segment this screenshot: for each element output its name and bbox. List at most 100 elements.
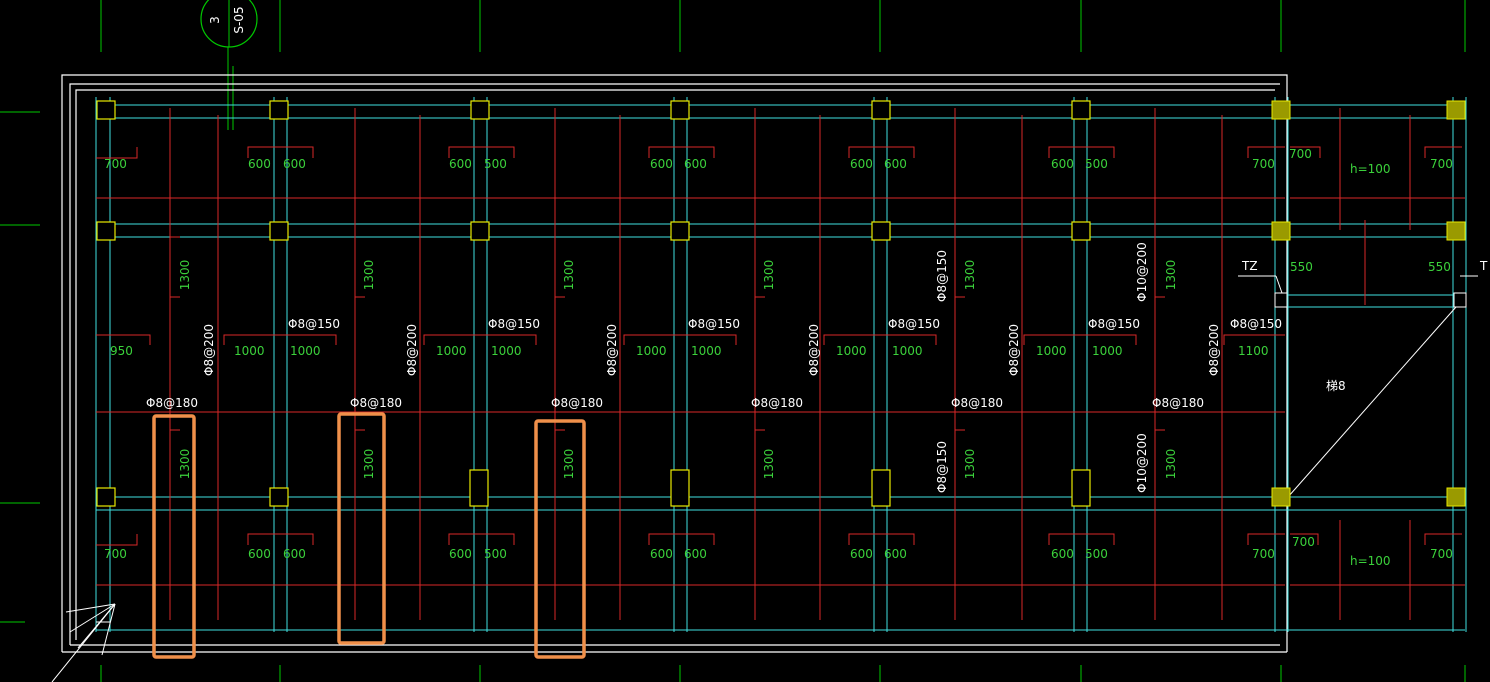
dim-label: 950 xyxy=(110,344,133,358)
dim-label: 1300 xyxy=(1164,260,1178,291)
dim-label: 600 xyxy=(850,157,873,171)
dim-label: 1300 xyxy=(362,449,376,480)
stair-column-label: TZ xyxy=(1241,259,1258,273)
highlight-box xyxy=(337,412,386,645)
rebar-spec-label: Φ10@200 xyxy=(1135,433,1149,493)
dim-label: 1300 xyxy=(762,449,776,480)
dim-label: 600 xyxy=(283,547,306,561)
dim-label: 600 xyxy=(684,157,707,171)
column xyxy=(1446,221,1466,241)
column xyxy=(96,100,116,120)
axis-bubble: 3 S-05 xyxy=(200,0,258,130)
dim-label: 600 xyxy=(449,547,472,561)
dim-label: 1300 xyxy=(562,449,576,480)
column xyxy=(871,469,891,507)
dim-label: 1000 xyxy=(491,344,522,358)
column xyxy=(1071,221,1091,241)
rebar-spec-label: Φ8@150 xyxy=(1088,317,1140,331)
dim-label: 600 xyxy=(1051,157,1074,171)
middle-row-dimensions: 950 1000 1000 1000 1000 1000 1000 1000 1… xyxy=(110,260,1451,358)
column xyxy=(1271,221,1291,241)
dim-label: 700 xyxy=(1252,547,1275,561)
filled-columns xyxy=(1271,100,1466,507)
column xyxy=(670,100,690,120)
dim-label: 700 xyxy=(1252,157,1275,171)
rebar-spec-label: Φ8@200 xyxy=(1207,324,1221,376)
column xyxy=(469,469,489,507)
dim-label: 1000 xyxy=(234,344,265,358)
slab-outline xyxy=(61,74,1288,653)
column xyxy=(871,100,891,120)
rebar-spec-label: Φ8@180 xyxy=(350,396,402,410)
rebar-spec-label: Φ8@150 xyxy=(688,317,740,331)
dim-label: 1300 xyxy=(178,449,192,480)
column xyxy=(1071,469,1091,507)
rebar-spec-label: Φ8@150 xyxy=(1230,317,1282,331)
dim-label: 1000 xyxy=(436,344,467,358)
vertical-dimensions: 1300 1300 1300 1300 1300 1300 1300 1300 … xyxy=(178,260,1178,480)
rebar-spec-label: Φ8@150 xyxy=(935,441,949,493)
rebar-spec-label: Φ8@180 xyxy=(1152,396,1204,410)
column xyxy=(1446,100,1466,120)
dim-label: 600 xyxy=(650,547,673,561)
slab-thickness-label: h=100 xyxy=(1350,162,1391,176)
column xyxy=(269,221,289,241)
rebar-spec-label: Φ8@150 xyxy=(888,317,940,331)
rebar-spec-label: Φ10@200 xyxy=(1135,242,1149,302)
rebar-spec-label: Φ8@200 xyxy=(202,324,216,376)
dim-label: 600 xyxy=(1051,547,1074,561)
stair-note: 梯8 xyxy=(1326,379,1346,393)
column xyxy=(670,221,690,241)
column xyxy=(470,100,490,120)
dim-label: 700 xyxy=(1430,547,1453,561)
rebar-spec-label: Φ8@150 xyxy=(935,250,949,302)
dim-label: 600 xyxy=(684,547,707,561)
dim-label: 700 xyxy=(1292,535,1315,549)
beam-lines xyxy=(95,97,1467,632)
dim-label: 500 xyxy=(1085,547,1108,561)
rebar-spec-label: Φ8@180 xyxy=(551,396,603,410)
column xyxy=(269,487,289,507)
rebar-spec-label: Φ8@200 xyxy=(1007,324,1021,376)
dim-label: 1300 xyxy=(963,260,977,291)
dim-label: 1300 xyxy=(762,260,776,291)
column xyxy=(96,487,116,507)
dim-label: 1000 xyxy=(836,344,867,358)
rebar-spec-label: Φ8@200 xyxy=(807,324,821,376)
axis-bubble-sheet: S-05 xyxy=(232,6,246,33)
rebar-spec-label: Φ8@150 xyxy=(288,317,340,331)
column xyxy=(871,221,891,241)
dim-label: 550 xyxy=(1290,260,1313,274)
dim-label: 550 xyxy=(1428,260,1451,274)
column xyxy=(1271,487,1291,507)
dim-label: 700 xyxy=(1289,147,1312,161)
dim-label: 1000 xyxy=(892,344,923,358)
dim-label: 1300 xyxy=(562,260,576,291)
dim-label: 600 xyxy=(884,547,907,561)
column xyxy=(96,221,116,241)
dim-label: 1300 xyxy=(178,260,192,291)
rebar-spec-label: Φ8@180 xyxy=(951,396,1003,410)
rebar-specs-vertical: Φ8@200 Φ8@200 Φ8@200 Φ8@200 Φ8@200 Φ8@20… xyxy=(202,242,1221,493)
rebar-spec-label: Φ8@200 xyxy=(405,324,419,376)
highlight-box xyxy=(534,419,586,659)
rebar-spec-label: Φ8@200 xyxy=(605,324,619,376)
rebar-lines xyxy=(96,108,1465,620)
column xyxy=(1071,100,1091,120)
dim-label: 600 xyxy=(650,157,673,171)
column xyxy=(1274,292,1288,308)
slab-thickness-label: h=100 xyxy=(1350,554,1391,568)
dim-label: 1300 xyxy=(1164,449,1178,480)
column xyxy=(470,221,490,241)
top-row-dimensions: 700 600 600 600 500 600 600 600 600 600 … xyxy=(104,147,1453,176)
dim-label: 1000 xyxy=(1036,344,1067,358)
column xyxy=(269,100,289,120)
dim-label: 1000 xyxy=(691,344,722,358)
stair-opening xyxy=(1238,275,1478,498)
column xyxy=(1271,100,1291,120)
rebar-spec-label: Φ8@180 xyxy=(751,396,803,410)
dim-label: 700 xyxy=(1430,157,1453,171)
dim-label: 500 xyxy=(484,157,507,171)
north-arrow-icon xyxy=(51,603,116,682)
